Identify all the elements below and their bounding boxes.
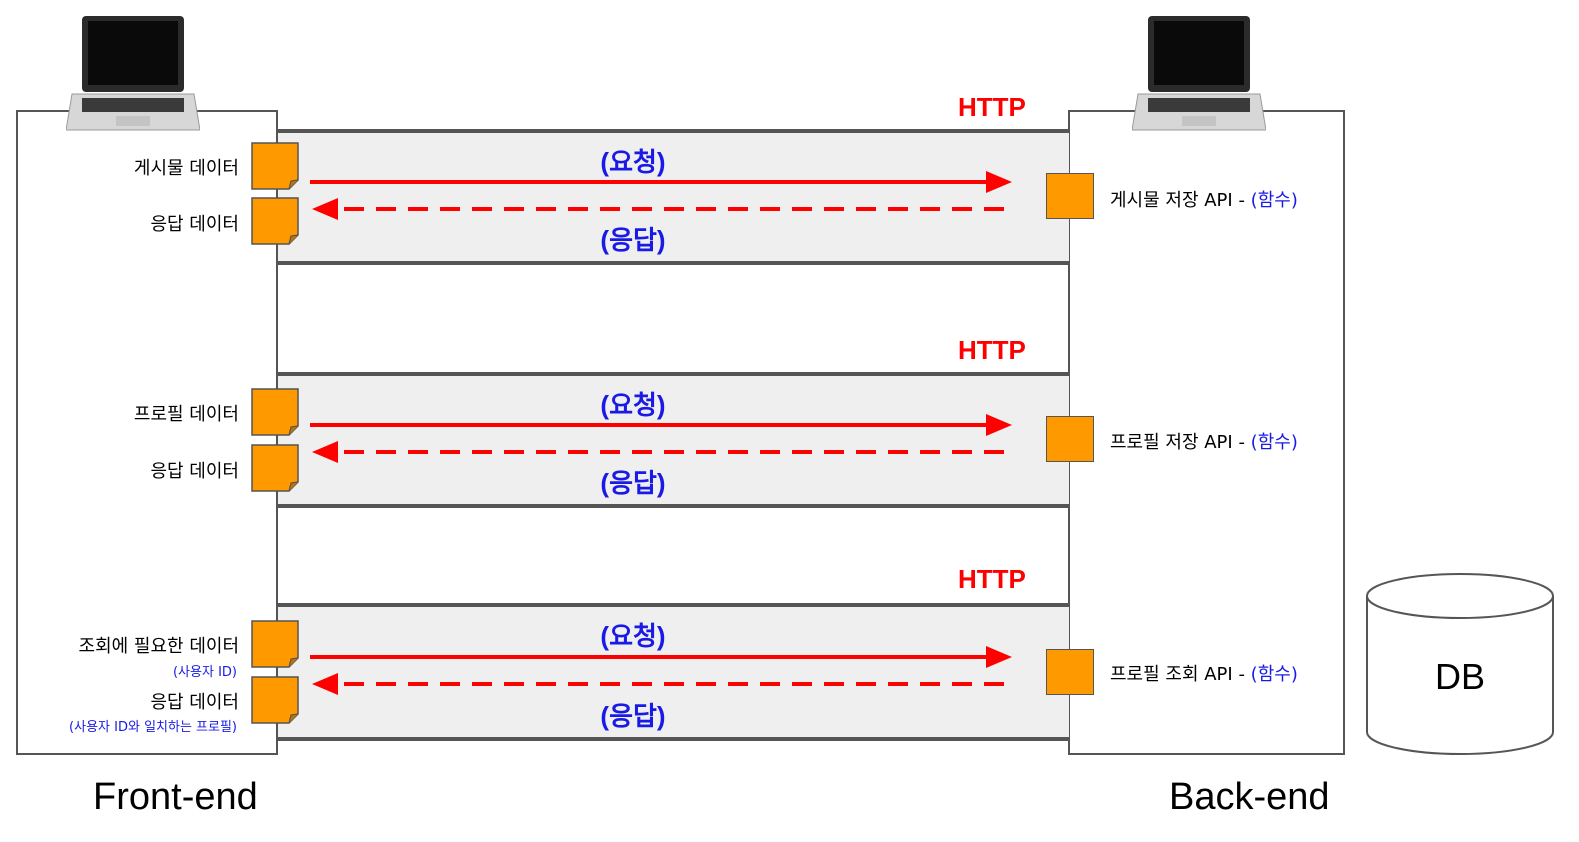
api-square-1: [1046, 173, 1094, 219]
http-band-1: [278, 129, 1069, 265]
backend-api-name-1: 게시물 저장 API -: [1110, 190, 1251, 211]
response-label-2: (응답): [600, 468, 666, 498]
response-label-1: (응답): [600, 225, 666, 255]
request-label-3: (요청): [600, 621, 666, 651]
backend-api-label-2: 프로필 저장 API - (함수): [1110, 428, 1298, 454]
frontend-response-sublabel-3: (사용자 ID와 일치하는 프로필): [69, 720, 237, 735]
http-label-3: HTTP: [958, 564, 1026, 594]
frontend-response-label-1: 응답 데이터: [150, 214, 239, 235]
http-band-3: [278, 603, 1069, 741]
frontend-request-sublabel-3: (사용자 ID): [172, 665, 237, 680]
api-square-2: [1046, 416, 1094, 462]
response-arrow-2: [312, 441, 1004, 463]
backend-api-suffix-3: (함수): [1250, 664, 1298, 685]
response-label-3: (응답): [600, 701, 666, 731]
request-label-1: (요청): [600, 147, 666, 177]
backend-api-suffix-2: (함수): [1250, 432, 1298, 453]
response-arrow-3: [312, 673, 1004, 695]
backend-laptop-icon: [1132, 16, 1266, 131]
request-arrow-1: [310, 171, 1012, 193]
database-label: DB: [1434, 656, 1485, 697]
backend-api-suffix-1: (함수): [1250, 190, 1298, 211]
response-document-icon-2: [251, 444, 299, 492]
http-label-1: HTTP: [958, 92, 1026, 122]
database-cylinder-icon: [1366, 573, 1554, 755]
request-document-icon-2: [251, 388, 299, 436]
backend-api-name-3: 프로필 조회 API -: [1110, 664, 1251, 685]
http-label-2: HTTP: [958, 335, 1026, 365]
response-arrow-1: [312, 198, 1004, 220]
frontend-caption: Front-end: [93, 776, 258, 818]
http-band-2: [278, 372, 1069, 508]
response-document-icon-3: [251, 676, 299, 724]
api-square-3: [1046, 649, 1094, 695]
backend-api-label-1: 게시물 저장 API - (함수): [1110, 186, 1298, 212]
request-arrow-3: [310, 646, 1012, 668]
frontend-laptop-icon: [66, 16, 200, 131]
frontend-box: [16, 110, 278, 755]
response-document-icon-1: [251, 197, 299, 245]
frontend-response-label-2: 응답 데이터: [150, 461, 239, 482]
request-document-icon-1: [251, 142, 299, 190]
frontend-request-label-2: 프로필 데이터: [133, 404, 239, 425]
request-label-2: (요청): [600, 390, 666, 420]
frontend-request-label-3: 조회에 필요한 데이터: [78, 636, 239, 657]
backend-box: [1068, 110, 1345, 755]
request-arrow-2: [310, 414, 1012, 436]
backend-api-name-2: 프로필 저장 API -: [1110, 432, 1251, 453]
frontend-response-label-3: 응답 데이터: [150, 692, 239, 713]
request-document-icon-3: [251, 620, 299, 668]
frontend-request-label-1: 게시물 데이터: [133, 158, 239, 179]
backend-api-label-3: 프로필 조회 API - (함수): [1110, 660, 1298, 686]
backend-caption: Back-end: [1169, 776, 1330, 818]
